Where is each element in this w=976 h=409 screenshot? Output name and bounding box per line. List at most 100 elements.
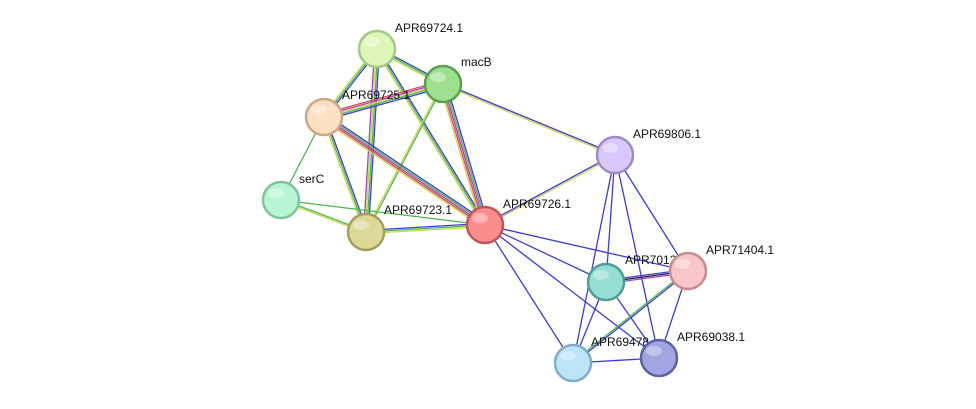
edge-strand — [377, 47, 488, 225]
node-APR70121[interactable]: APR7012 — [586, 253, 677, 302]
node-circle[interactable] — [668, 251, 708, 291]
edge-strand — [324, 86, 445, 121]
node-highlight — [311, 105, 327, 115]
node-highlight — [364, 37, 380, 47]
node-circle[interactable] — [261, 180, 301, 220]
edge-strand — [374, 49, 485, 227]
edge-strand — [362, 48, 376, 233]
node-APR69038.1[interactable]: APR69038.1 — [639, 330, 745, 378]
node-APR69723.1[interactable]: APR69723.1 — [346, 203, 452, 252]
node-circle[interactable] — [346, 212, 386, 252]
edge-strand — [442, 82, 616, 155]
node-highlight — [268, 188, 284, 198]
edge-APR69726.1-APR69038.1 — [484, 224, 660, 359]
edge-strand — [365, 224, 486, 233]
edge-strand — [323, 116, 486, 226]
node-highlight — [560, 351, 576, 361]
edge-APR69726.1-APR69478 — [484, 224, 574, 364]
node-label: APR69725.1 — [342, 88, 410, 102]
node-highlight — [430, 72, 446, 82]
edge-APR71404.1-APR69478 — [571, 269, 690, 365]
edge-strand — [484, 224, 607, 283]
node-highlight — [646, 346, 662, 356]
node-circle[interactable] — [304, 97, 344, 137]
edge-APR69726.1-APR69806.1 — [483, 153, 617, 227]
edge-strand — [323, 83, 444, 118]
edge-strand — [443, 82, 488, 226]
node-circle[interactable] — [586, 262, 626, 302]
edge-strand — [322, 117, 485, 227]
node-circle[interactable] — [595, 135, 635, 175]
edge-APR69806.1-APR71404.1 — [614, 154, 689, 272]
edge-strand — [366, 48, 379, 233]
edge-APR69724.1-APR69723.1 — [362, 48, 381, 233]
edge-strand — [322, 80, 443, 115]
edge-strand — [324, 115, 369, 233]
edge-strand — [365, 222, 486, 232]
node-label: APR69038.1 — [677, 330, 745, 344]
node-circle[interactable] — [465, 205, 505, 245]
edge-strand — [323, 116, 367, 233]
node-circle[interactable] — [553, 343, 593, 383]
node-label: APR69806.1 — [633, 127, 701, 141]
edge-strand — [571, 269, 689, 364]
edge-strand — [376, 48, 486, 226]
edge-strand — [321, 119, 484, 229]
edge-APR69726.1-APR70121 — [484, 224, 607, 283]
edge-strand — [324, 115, 487, 225]
node-label: APR7012 — [625, 253, 677, 267]
edge-macB-APR69726.1 — [439, 82, 489, 227]
node-label: serC — [299, 172, 325, 186]
node-macB[interactable]: macB — [423, 55, 492, 104]
edge-strand — [484, 224, 689, 272]
edge-strand — [484, 155, 617, 227]
node-label: APR69478. — [591, 335, 652, 349]
edge-strand — [364, 48, 377, 233]
edge-APR69806.1-APR69478 — [572, 154, 616, 364]
edge-macB-APR69725.1 — [322, 80, 445, 121]
node-APR69806.1[interactable]: APR69806.1 — [595, 127, 701, 175]
edge-APR69806.1-APR70121 — [605, 154, 616, 283]
edge-strand — [325, 113, 488, 223]
node-label: APR71404.1 — [706, 243, 774, 257]
node-circle[interactable] — [639, 338, 679, 378]
edge-macB-APR69806.1 — [442, 82, 616, 157]
edge-strand — [572, 270, 690, 365]
node-highlight — [593, 270, 609, 280]
edge-strand — [484, 224, 574, 364]
node-circle[interactable] — [423, 64, 463, 104]
edge-strand — [445, 82, 489, 225]
node-highlight — [675, 259, 691, 269]
node-serC[interactable]: serC — [261, 172, 325, 220]
node-APR69726.1[interactable]: APR69726.1 — [465, 197, 571, 245]
node-APR69724.1[interactable]: APR69724.1 — [357, 21, 463, 69]
edge-strand — [322, 81, 444, 117]
node-label: APR69724.1 — [395, 21, 463, 35]
edge-strand — [484, 224, 660, 359]
node-APR71404.1[interactable]: APR71404.1 — [668, 243, 774, 291]
edge-strand — [605, 154, 616, 283]
edge-APR69723.1-APR69726.1 — [365, 222, 486, 235]
edge-strand — [483, 153, 616, 225]
node-APR69725.1[interactable]: APR69725.1 — [304, 88, 410, 137]
edge-strand — [614, 154, 689, 272]
edge-APR69725.1-APR69723.1 — [321, 115, 369, 234]
node-label: macB — [461, 55, 492, 69]
edge-APR69724.1-APR69726.1 — [374, 47, 488, 227]
edge-APR69726.1-APR71404.1 — [484, 224, 689, 272]
node-APR69478[interactable]: APR69478. — [553, 335, 652, 383]
node-highlight — [472, 213, 488, 223]
node-circle[interactable] — [357, 29, 397, 69]
edge-strand — [614, 154, 660, 359]
node-highlight — [353, 220, 369, 230]
edge-strand — [365, 225, 486, 235]
edge-strand — [364, 82, 443, 233]
node-highlight — [602, 143, 618, 153]
edge-APR69725.1-APR69726.1 — [321, 113, 488, 229]
edge-macB-APR69723.1 — [364, 82, 445, 234]
edge-serC-APR69726.1 — [280, 199, 486, 226]
edge-strand — [442, 83, 486, 226]
edge-strand — [366, 83, 445, 234]
edge-strand — [321, 116, 366, 234]
